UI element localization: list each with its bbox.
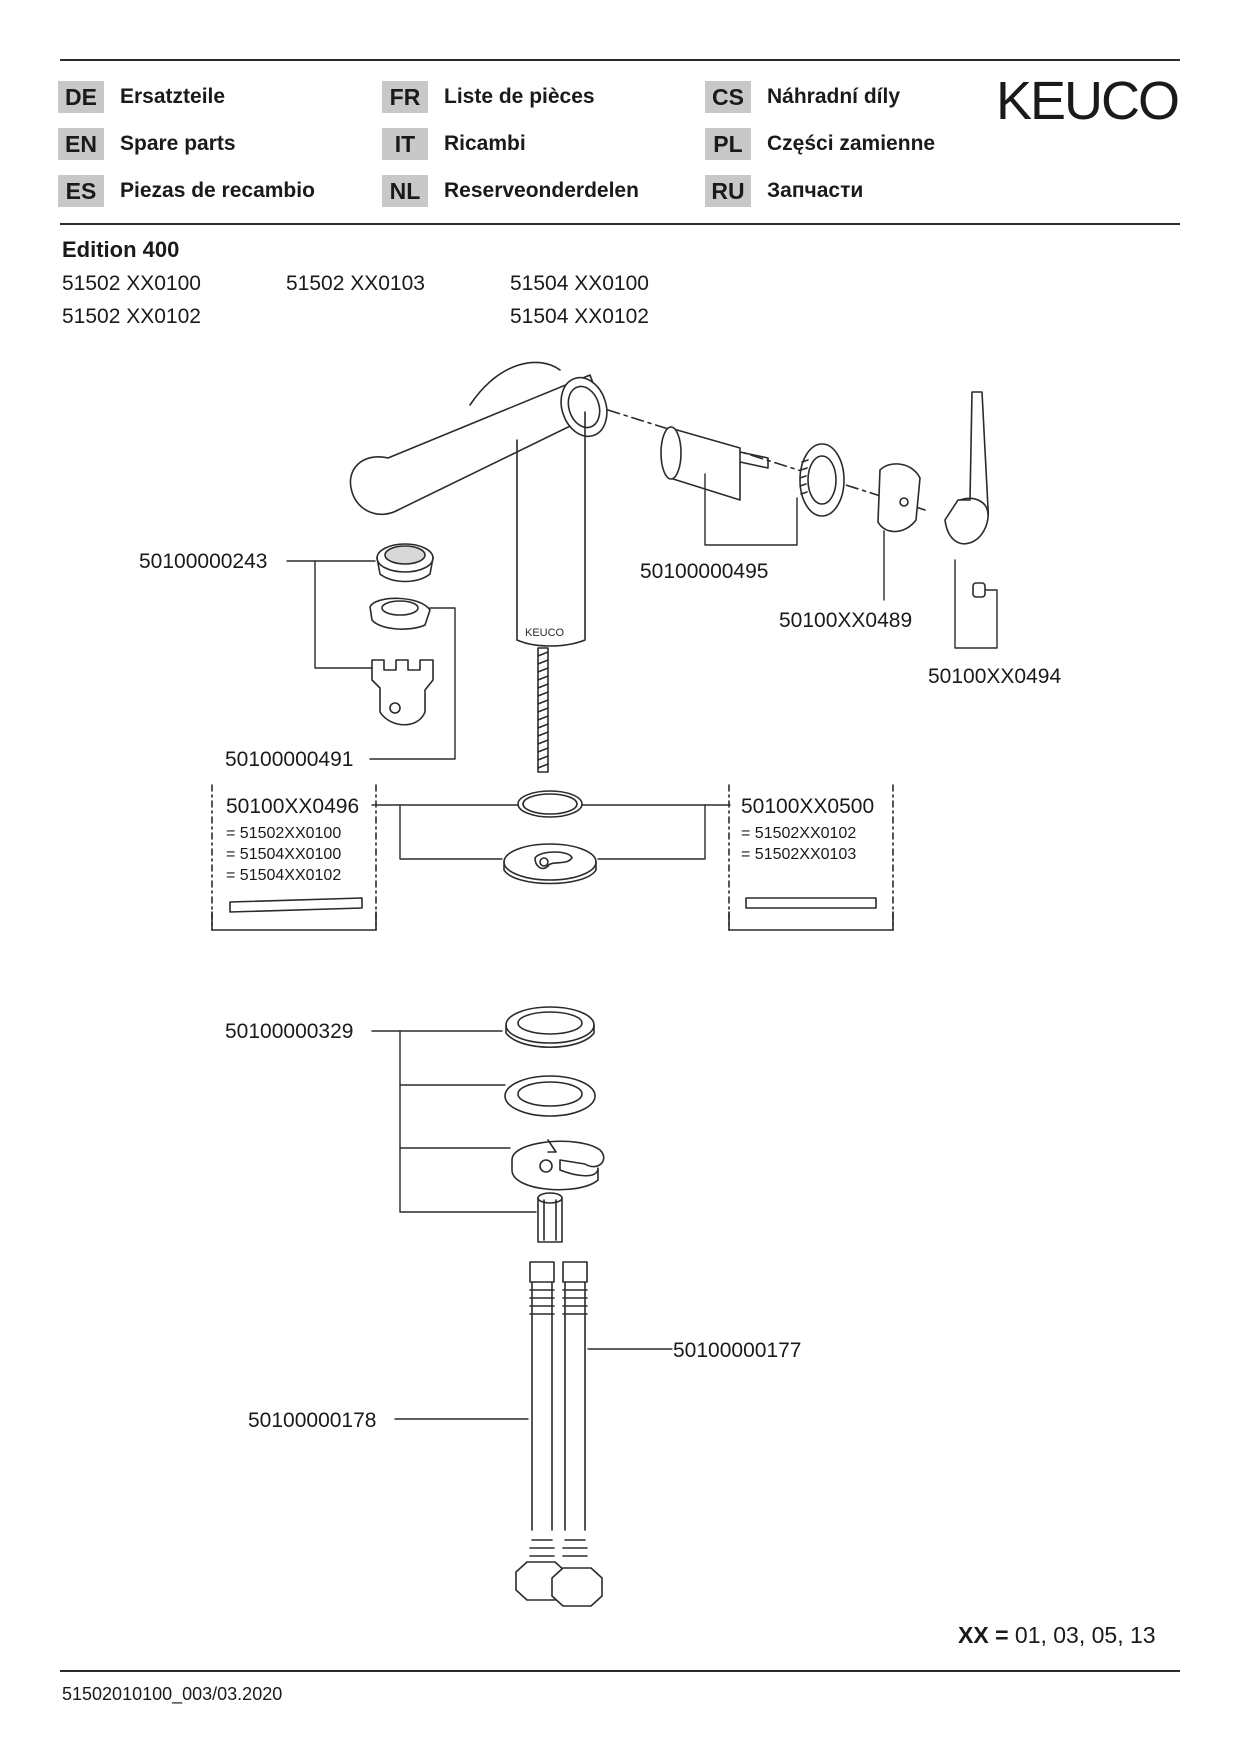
lang-label: Liste de pièces [444, 85, 595, 108]
variant-box-a-solid [211, 897, 377, 931]
lang-code: CS [705, 81, 751, 113]
lang-code: ES [58, 175, 104, 207]
variant-box-b-solid [728, 897, 894, 931]
part-label-base-plate-a: 50100XX0496 [226, 795, 359, 818]
threaded-sleeve [537, 1192, 563, 1243]
lang-code: PL [705, 128, 751, 160]
lang-label: Ricambi [444, 132, 526, 155]
base-plate [503, 843, 597, 885]
lang-row-pl: PL Części zamienne [705, 127, 935, 161]
body-marking: KEUCO [525, 627, 565, 639]
color-code-values: 01, 03, 05, 13 [1008, 1622, 1156, 1648]
lang-row-it: IT Ricambi [382, 127, 526, 161]
variant-b-item: = 51502XX0102 [741, 825, 856, 842]
lang-label: Piezas de recambio [120, 179, 315, 202]
model-number: 51504 XX0100 [510, 272, 649, 295]
lang-row-en: EN Spare parts [58, 127, 236, 161]
aerator [376, 543, 434, 583]
lang-label: Reserveonderdelen [444, 179, 639, 202]
lang-label: Запчасти [767, 179, 864, 202]
lang-code: EN [58, 128, 104, 160]
lang-row-cs: CS Náhradní díly [705, 80, 900, 114]
connection-hoses [515, 1261, 603, 1607]
threaded-nut [799, 443, 845, 517]
lang-row-nl: NL Reserveonderdelen [382, 174, 639, 208]
model-number: 51502 XX0102 [62, 305, 201, 328]
variant-a-item: = 51502XX0100 [226, 825, 341, 842]
lang-row-ru: RU Запчасти [705, 174, 863, 208]
color-code-key: XX = [958, 1622, 1009, 1648]
footer-rule [60, 1670, 1180, 1672]
variant-b-item: = 51502XX0103 [741, 846, 856, 863]
lang-code: IT [382, 128, 428, 160]
faucet-body: KEUCO [349, 361, 608, 773]
part-label-cartridge: 50100000495 [640, 560, 768, 583]
leader-lines [286, 473, 998, 1420]
header-bottom-rule [60, 223, 1180, 225]
lang-row-fr: FR Liste de pièces [382, 80, 595, 114]
part-label-base-plate-b: 50100XX0500 [741, 795, 874, 818]
variant-a-item: = 51504XX0102 [226, 867, 341, 884]
lang-row-de: DE Ersatzteile [58, 80, 225, 114]
lang-label: Spare parts [120, 132, 236, 155]
lang-code: RU [705, 175, 751, 207]
grub-screw [972, 582, 986, 598]
horseshoe-plate [511, 1139, 605, 1191]
lever-handle [944, 391, 989, 545]
part-label-hose-177: 50100000177 [673, 1339, 801, 1362]
lang-label: Ersatzteile [120, 85, 226, 108]
aerator-key [371, 659, 434, 726]
product-title: Edition 400 [62, 237, 180, 262]
lang-code: DE [58, 81, 104, 113]
model-number: 51502 XX0100 [62, 272, 201, 295]
part-label-grub-screw: 50100XX0494 [928, 665, 1061, 688]
model-number: 51504 XX0102 [510, 305, 649, 328]
cover-cap [877, 463, 921, 533]
part-label-fixing-set: 50100000329 [225, 1020, 353, 1043]
brand-logo: KEUCO [996, 71, 1180, 131]
part-label-aerator: 50100000243 [139, 550, 267, 573]
lang-label: Náhradní díly [767, 85, 901, 108]
color-code-note: XX = 01, 03, 05, 13 [958, 1622, 1156, 1649]
model-number: 51502 XX0103 [286, 272, 425, 295]
part-label-hose-178: 50100000178 [248, 1409, 376, 1432]
variant-a-item: = 51504XX0100 [226, 846, 341, 863]
lang-label: Części zamienne [767, 132, 936, 155]
lang-code: NL [382, 175, 428, 207]
lang-code: FR [382, 81, 428, 113]
mounting-washer [505, 1006, 595, 1048]
cartridge [660, 426, 769, 501]
part-label-cover-cap: 50100XX0489 [779, 609, 912, 632]
part-label-aerator-key: 50100000491 [225, 748, 353, 771]
top-rule [60, 59, 1180, 61]
aerator-adapter [369, 597, 431, 630]
document-id: 51502010100_003/03.2020 [62, 1684, 283, 1704]
lang-row-es: ES Piezas de recambio [58, 174, 315, 208]
